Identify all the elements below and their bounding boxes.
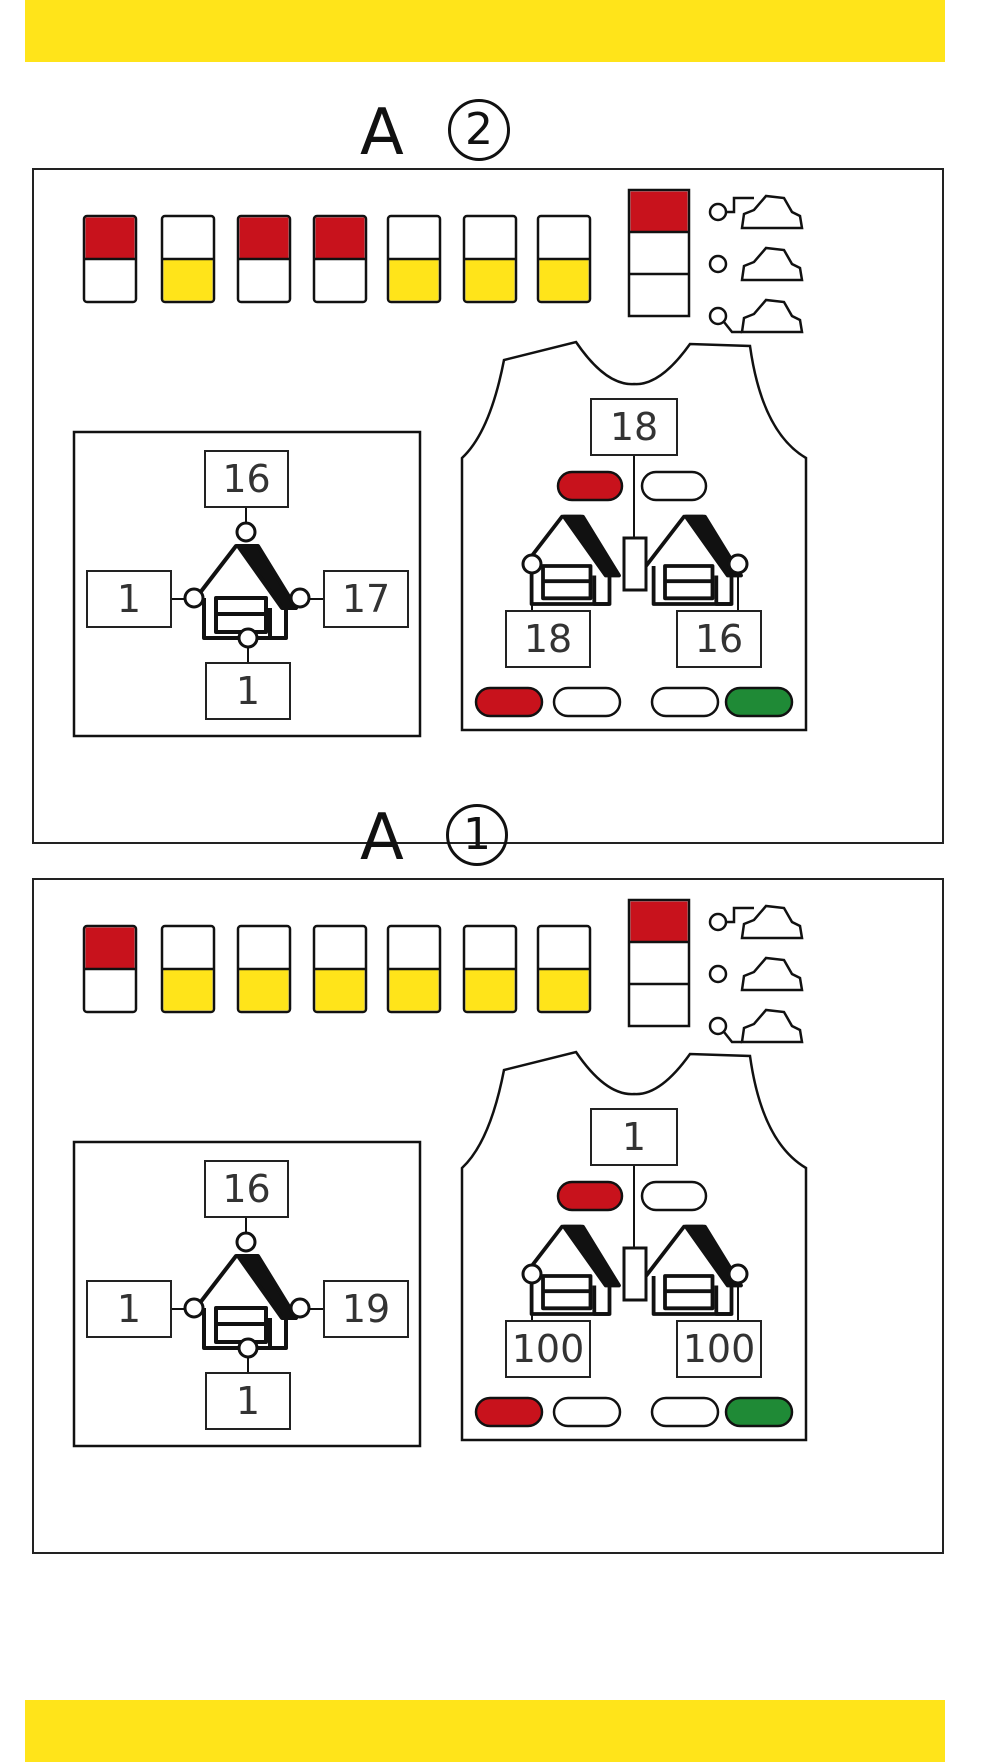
panel-2-center-device <box>622 1246 648 1302</box>
panel-1-left-node-3 <box>289 587 311 609</box>
panel-1-heading-letter: A <box>360 96 404 170</box>
panel-2-bell-icon-2 <box>708 956 804 992</box>
panel-1-top-pill-1 <box>556 470 624 502</box>
panel-1-right-house-icon-2 <box>644 514 743 606</box>
panel-2-left-node-4 <box>237 1337 259 1359</box>
panel-1-left-frame <box>72 430 422 738</box>
panel-2-right-node-1 <box>521 1263 543 1285</box>
panel-2-heading-letter: A <box>360 801 404 875</box>
bottom-yellow-band <box>25 1700 945 1762</box>
panel-1-bottom-pill-3 <box>650 686 720 718</box>
panel-1-bottom-pill-2 <box>552 686 622 718</box>
panel-1-top-pill-2 <box>640 470 708 502</box>
panel-1-right-node-1 <box>521 553 543 575</box>
panel-1-bell-icon-3 <box>708 298 804 334</box>
panel-1-drawing <box>72 188 808 738</box>
panel-2-bottom-pill-1 <box>474 1396 544 1428</box>
panel-2-bell-icon-3 <box>708 1008 804 1044</box>
panel-1-bell-icon-2 <box>708 246 804 282</box>
panel-2: 16 1 19 1 1 100 100 <box>32 878 944 1554</box>
panel-2-bell-icon-1 <box>708 904 804 940</box>
panel-1-left-node-2 <box>183 587 205 609</box>
panel-2-top-pill-1 <box>556 1180 624 1212</box>
panel-1: 16 1 17 1 18 18 16 <box>32 168 944 844</box>
panel-1-bell-icon-1 <box>708 194 804 230</box>
panel-1-center-device <box>622 536 648 592</box>
panel-2-right-bottom-right-label: 100 <box>676 1320 762 1378</box>
panel-2-right-node-2 <box>727 1263 749 1285</box>
panel-1-right-node-2 <box>727 553 749 575</box>
panel-1-left-node-1 <box>235 521 257 543</box>
panel-1-bottom-pill-4 <box>724 686 794 718</box>
panel-2-right-bottom-left-label: 100 <box>505 1320 591 1378</box>
panel-2-top-pill-2 <box>640 1180 708 1212</box>
panel-1-right-bottom-left-label: 18 <box>505 610 591 668</box>
panel-2-left-right-label: 19 <box>323 1280 409 1338</box>
panel-2-right-top-label: 1 <box>590 1108 678 1166</box>
panel-2-left-bottom-label: 1 <box>205 1372 291 1430</box>
panel-1-right-frame <box>460 340 808 732</box>
panel-1-bottom-pill-1 <box>474 686 544 718</box>
panel-2-drawing <box>72 898 808 1448</box>
panel-1-right-top-label: 18 <box>590 398 678 456</box>
panel-2-left-node-3 <box>289 1297 311 1319</box>
panel-2-right-house-icon-2 <box>644 1224 743 1316</box>
panel-1-left-top-label: 16 <box>204 450 289 508</box>
panel-1-heading: A 2 <box>0 95 981 175</box>
panel-2-bottom-pill-2 <box>552 1396 622 1428</box>
panel-2-bottom-pill-3 <box>650 1396 720 1428</box>
panel-1-left-left-label: 1 <box>86 570 172 628</box>
panel-1-right-bottom-right-label: 16 <box>676 610 762 668</box>
panel-2-right-frame <box>460 1050 808 1442</box>
top-yellow-band <box>25 0 945 62</box>
panel-2-left-frame <box>72 1140 422 1448</box>
panel-2-heading: A 1 <box>0 800 981 880</box>
panel-1-left-bottom-label: 1 <box>205 662 291 720</box>
panel-2-left-node-2 <box>183 1297 205 1319</box>
panel-1-left-node-4 <box>237 627 259 649</box>
panel-2-left-node-1 <box>235 1231 257 1253</box>
panel-2-left-house-icon <box>194 1254 298 1350</box>
panel-2-bottom-pill-4 <box>724 1396 794 1428</box>
panel-2-heading-number: 1 <box>446 804 508 866</box>
panel-1-left-house-icon <box>194 544 298 640</box>
panel-2-left-left-label: 1 <box>86 1280 172 1338</box>
panel-1-left-right-label: 17 <box>323 570 409 628</box>
panel-2-left-top-label: 16 <box>204 1160 289 1218</box>
panel-1-heading-number: 2 <box>448 99 510 161</box>
